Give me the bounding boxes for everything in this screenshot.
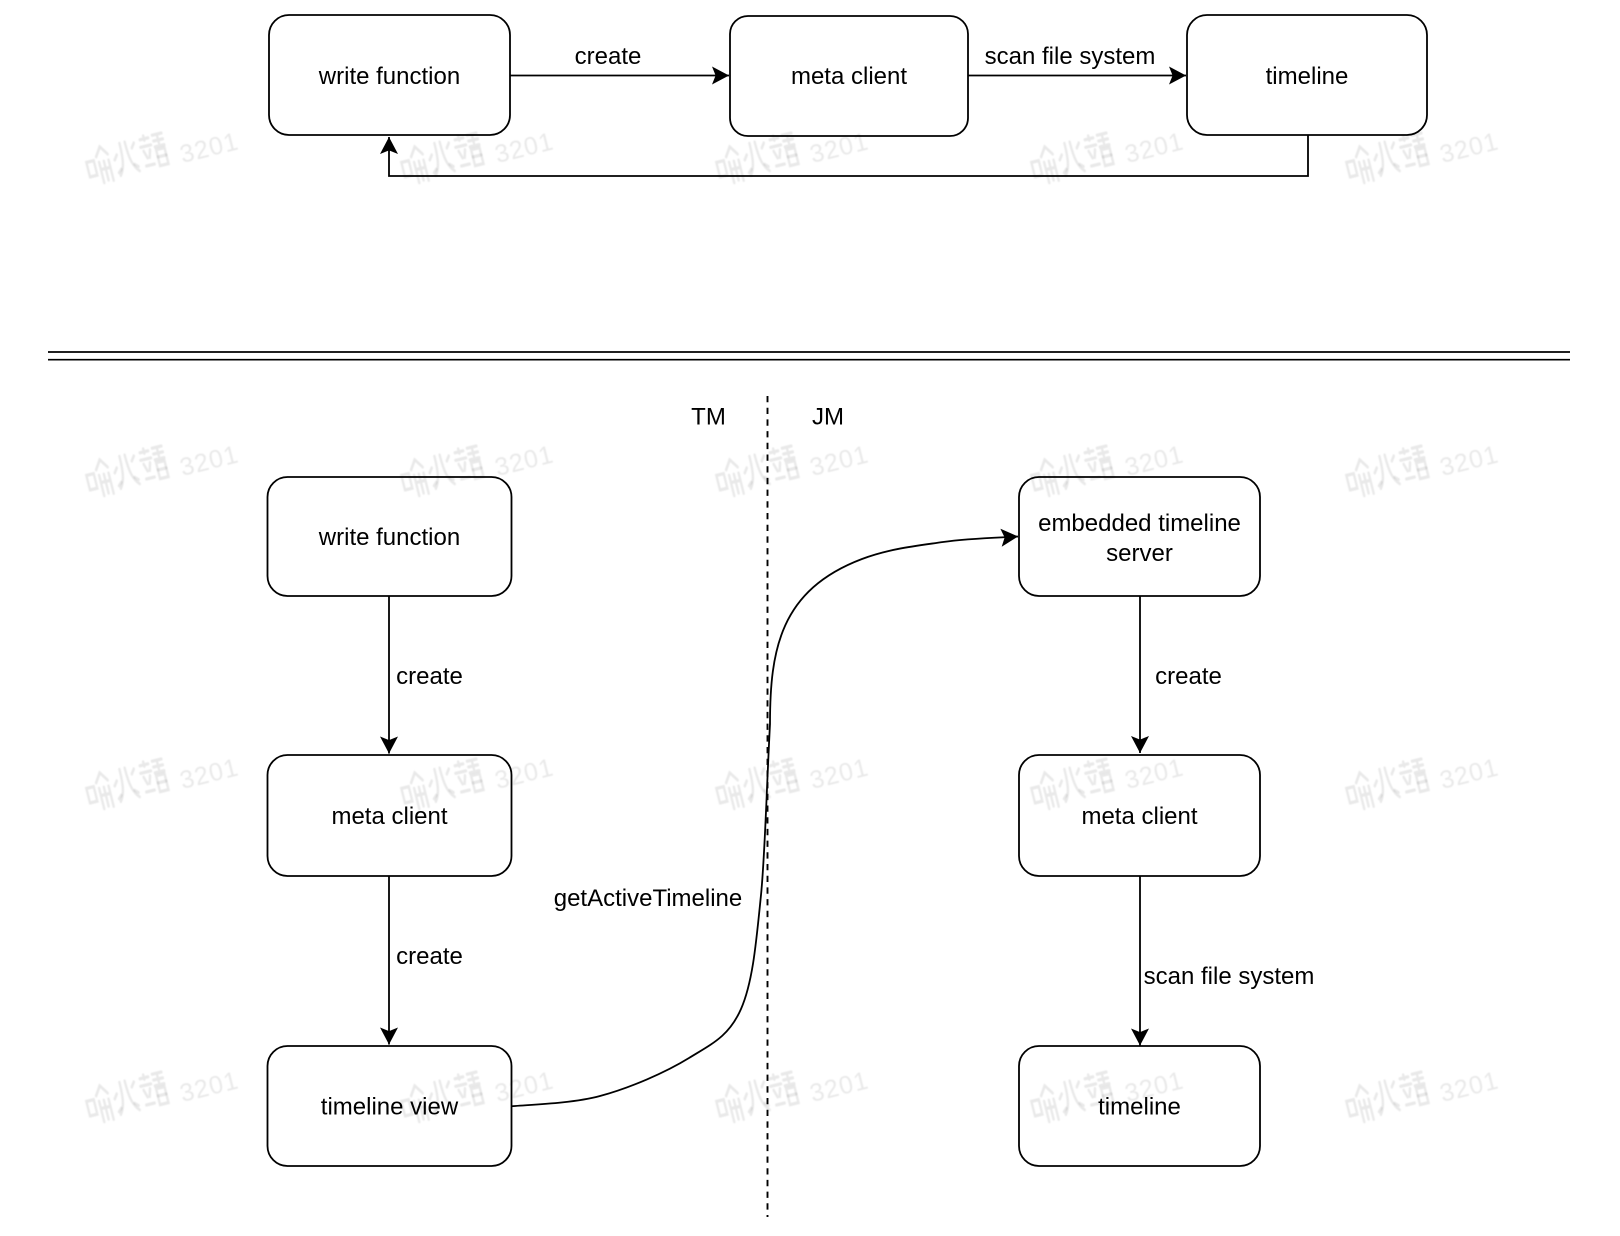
svg-text:create: create [396, 663, 463, 690]
svg-text:TM: TM [691, 404, 726, 431]
svg-text:getActiveTimeline: getActiveTimeline [554, 885, 743, 912]
svg-text:create: create [1155, 663, 1222, 690]
svg-text:embedded timeline: embedded timeline [1038, 510, 1241, 537]
svg-text:scan file system: scan file system [1144, 963, 1315, 990]
svg-text:scan file system: scan file system [985, 43, 1156, 70]
svg-text:timeline: timeline [1266, 63, 1349, 90]
svg-text:server: server [1106, 540, 1173, 567]
svg-text:create: create [575, 43, 642, 70]
svg-text:write function: write function [318, 63, 460, 90]
svg-text:meta client: meta client [1081, 803, 1197, 830]
svg-text:JM: JM [812, 404, 844, 431]
svg-text:meta client: meta client [791, 63, 907, 90]
svg-text:write function: write function [318, 524, 460, 551]
svg-text:create: create [396, 943, 463, 970]
svg-text:meta client: meta client [331, 803, 447, 830]
